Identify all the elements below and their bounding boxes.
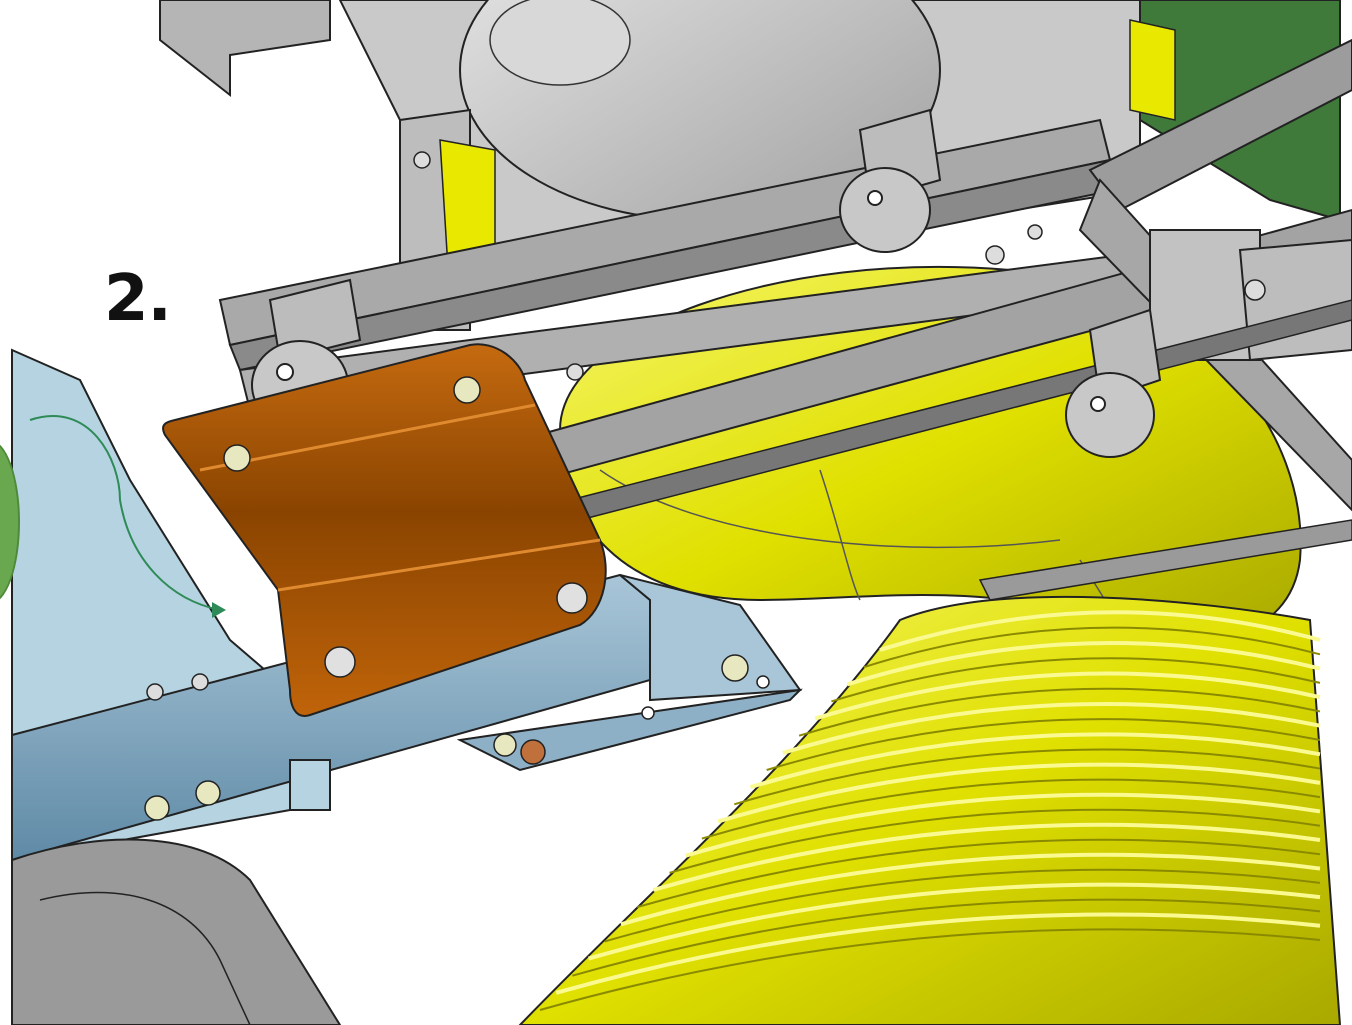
rail-bolts <box>144 654 749 821</box>
nut-icon <box>520 739 546 765</box>
bolt-icon <box>721 654 749 682</box>
hose-ridge <box>555 912 1321 995</box>
bolt-icon <box>144 795 170 821</box>
hose-ridge <box>847 640 1321 687</box>
bolt-icon <box>223 444 251 472</box>
bolt-icon <box>191 673 209 691</box>
frame-bolts <box>566 224 1266 381</box>
roller-icon <box>1065 372 1155 458</box>
hose-ridge <box>636 838 1321 909</box>
hose-ridge <box>652 822 1321 892</box>
roller-middle <box>839 108 942 253</box>
orange-bracket <box>162 343 607 717</box>
hose-ridge <box>879 610 1321 652</box>
nut-icon <box>413 151 431 169</box>
hose-ridge <box>734 748 1321 806</box>
hose-ridge <box>572 898 1321 977</box>
corrugated-hose <box>518 595 1342 1025</box>
hose-ridge <box>701 778 1321 840</box>
hose-ridge <box>766 718 1321 771</box>
bolt-icon <box>453 376 481 404</box>
curved-arrow-icon <box>29 415 221 611</box>
nut-icon <box>324 646 356 678</box>
hose-ridge <box>685 792 1321 858</box>
bolt-icon <box>146 683 164 701</box>
hose-ridge <box>831 657 1321 703</box>
hose-ridge <box>814 671 1321 721</box>
fan-housing <box>338 0 1141 331</box>
hose-ridge <box>863 626 1321 669</box>
bolt-icon <box>1027 224 1043 240</box>
roller-right <box>1065 308 1162 458</box>
hose-ridge <box>669 808 1321 874</box>
bolt-icon <box>1244 279 1266 301</box>
bolt-icon <box>493 733 517 757</box>
hose-ridge <box>539 928 1321 1011</box>
hose-ridge <box>782 702 1321 755</box>
roller-icon <box>839 167 931 253</box>
hose-ridge <box>588 882 1321 961</box>
bolt-icon <box>195 780 221 806</box>
hose-ridge <box>717 762 1321 824</box>
step-number: 2. <box>104 262 172 336</box>
curved-arrow-head <box>212 602 226 618</box>
hose-ridge <box>749 732 1321 790</box>
hose-ridge <box>620 852 1321 927</box>
bolt-icon <box>985 245 1005 265</box>
nut-icon <box>556 582 588 614</box>
hose-ridge <box>798 687 1321 737</box>
tire <box>11 838 342 1025</box>
hose-ridge <box>604 868 1321 943</box>
bolt-icon <box>566 363 584 381</box>
